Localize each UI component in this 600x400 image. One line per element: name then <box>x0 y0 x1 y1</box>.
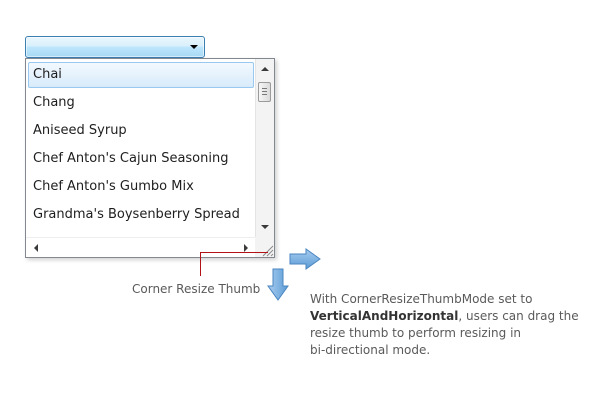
arrow-right-icon <box>289 248 321 270</box>
callout-line <box>200 252 201 276</box>
list-item[interactable]: Chai <box>28 62 254 88</box>
scroll-left-icon[interactable] <box>34 244 38 252</box>
list-item[interactable]: Aniseed Syrup <box>33 123 127 138</box>
arrow-down-icon <box>267 268 289 301</box>
description-line: bi-directional mode. <box>310 343 431 357</box>
description-line: resize thumb to perform resizing in <box>310 326 522 340</box>
description-text: With CornerResizeThumbMode set to Vertic… <box>310 291 595 359</box>
mode-name: VerticalAndHorizontal <box>310 309 459 323</box>
list-item[interactable]: Grandma's Boysenberry Spread <box>33 207 240 222</box>
vertical-scrollbar[interactable] <box>255 59 274 237</box>
chevron-down-icon[interactable] <box>190 45 198 49</box>
scroll-up-icon[interactable] <box>261 67 269 71</box>
description-line: With CornerResizeThumbMode set to <box>310 292 533 306</box>
vertical-scroll-thumb[interactable] <box>258 82 271 102</box>
list-item[interactable]: Chef Anton's Cajun Seasoning <box>33 151 229 166</box>
description-line: VerticalAndHorizontal, users can drag th… <box>310 308 595 325</box>
list-item[interactable]: Chef Anton's Gumbo Mix <box>33 179 194 194</box>
resize-grip-icon[interactable] <box>262 245 274 257</box>
horizontal-scrollbar[interactable] <box>26 237 256 257</box>
callout-line <box>200 252 268 253</box>
scroll-right-icon[interactable] <box>244 244 248 252</box>
grip-line <box>262 94 267 95</box>
description-line-rest: , users can drag the <box>458 309 579 323</box>
dropdown-list: Chai Chang Aniseed Syrup Chef Anton's Ca… <box>26 59 256 237</box>
corner-resize-area[interactable] <box>255 237 274 257</box>
grip-line <box>262 91 267 92</box>
list-item[interactable]: Chang <box>33 95 75 110</box>
grip-line <box>262 88 267 89</box>
dropdown-popup: Chai Chang Aniseed Syrup Chef Anton's Ca… <box>25 58 275 258</box>
callout-label: Corner Resize Thumb <box>132 282 261 296</box>
scroll-down-icon[interactable] <box>261 225 269 229</box>
combo-box[interactable] <box>25 36 205 58</box>
